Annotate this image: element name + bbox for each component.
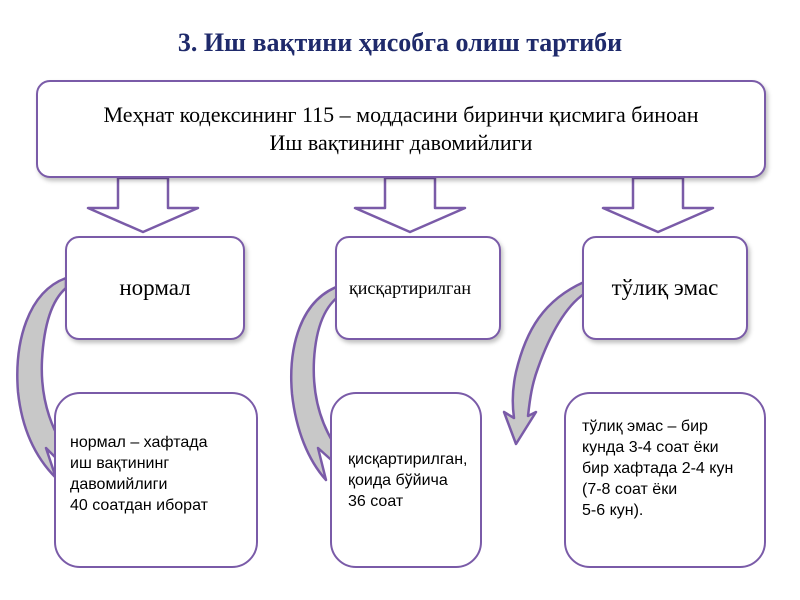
down-arrow-1 [86,176,200,234]
page-title: 3. Иш вақтини ҳисобга олиш тартиби [177,28,623,57]
header-box: Меҳнат кодексининг 115 – моддасини бирин… [36,80,766,178]
description-normal-box: нормал – хафтада иш вақтининг давомийлиг… [54,392,258,568]
description-line: 36 соат [348,493,404,510]
description-line: кунда 3-4 соат ёки [582,439,719,456]
down-arrow-3 [601,176,715,234]
description-line: давомийлиги [70,476,168,493]
description-part-time-box: тўлиқ эмас – бир кунда 3-4 соат ёки бир … [564,392,766,568]
category-reduced-label: қисқартирилган [349,277,471,298]
curved-arrow-2 [290,283,348,482]
header-line-2: Иш вақтининг давомийлиги [269,130,533,155]
description-reduced-box: қисқартирилган, қоида бўйича 36 соат [330,392,482,568]
description-line: нормал – хафтада [70,434,208,451]
category-normal-box: нормал [65,236,245,340]
description-line: (7-8 соат ёки [582,481,678,498]
description-line: қисқартирилган, [348,451,468,468]
curved-arrow-1 [16,276,78,480]
down-arrow-2 [353,176,467,234]
curved-arrow-3 [502,280,586,446]
description-line: бир хафтада 2-4 кун [582,460,734,477]
description-line: қоида бўйича [348,472,448,489]
description-line: тўлиқ эмас – бир [582,418,708,435]
category-part-time-label: тўлиқ эмас [611,275,719,300]
description-line: иш вақтининг [70,455,170,472]
category-part-time-box: тўлиқ эмас [582,236,748,340]
category-reduced-box: қисқартирилган [335,236,501,340]
description-line: 40 соатдан иборат [70,497,208,514]
header-line-1: Меҳнат кодексининг 115 – моддасини бирин… [103,102,699,127]
category-normal-label: нормал [119,275,191,300]
description-line: 5-6 кун). [582,502,644,519]
